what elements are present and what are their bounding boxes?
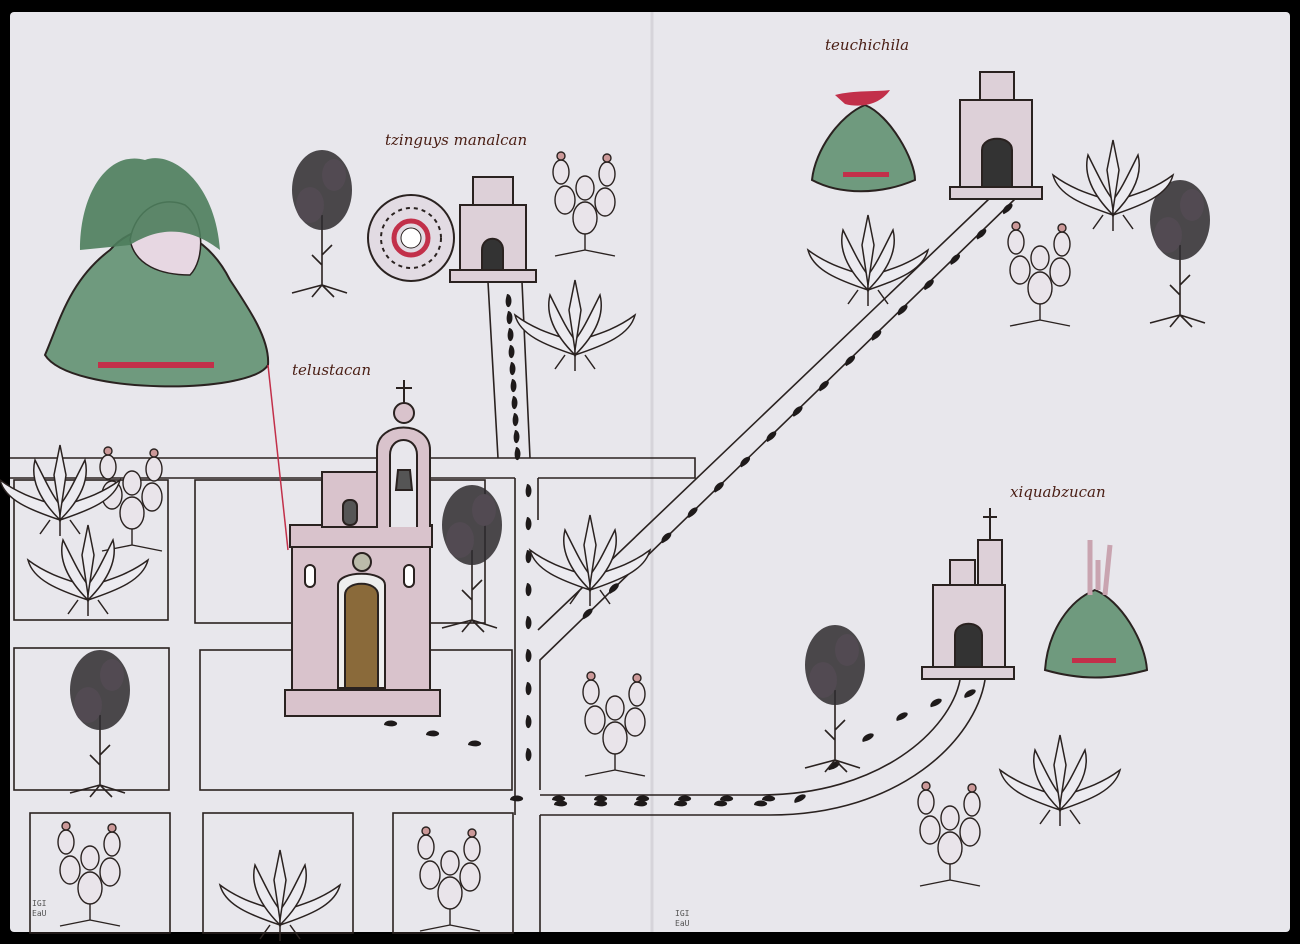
label-xiquabzucan: xiquabzucan — [1010, 483, 1106, 501]
archive-stamps: IGI EaU IGI EaU — [32, 899, 690, 928]
church-tzinguys-manalcan — [449, 176, 537, 283]
mountain-left — [43, 158, 289, 551]
mountain-teuchichila — [810, 90, 917, 193]
church-xiquabzucan — [921, 508, 1015, 680]
calendar-wheel-glyph — [367, 194, 455, 282]
stamp-line-1: IGI — [32, 899, 47, 908]
stamp-line-2b: EaU — [675, 919, 690, 928]
label-telustacan: telustacan — [292, 361, 371, 379]
church-teuchichila — [949, 71, 1043, 200]
stamp-line-1b: IGI — [675, 909, 690, 918]
label-tzinguys-manalcan: tzinguys manalcan — [385, 131, 527, 149]
church-telustacan — [284, 380, 441, 717]
label-teuchichila: teuchichila — [825, 36, 909, 54]
mountain-xiquabzucan — [1043, 540, 1149, 679]
stamp-line-2: EaU — [32, 909, 47, 918]
